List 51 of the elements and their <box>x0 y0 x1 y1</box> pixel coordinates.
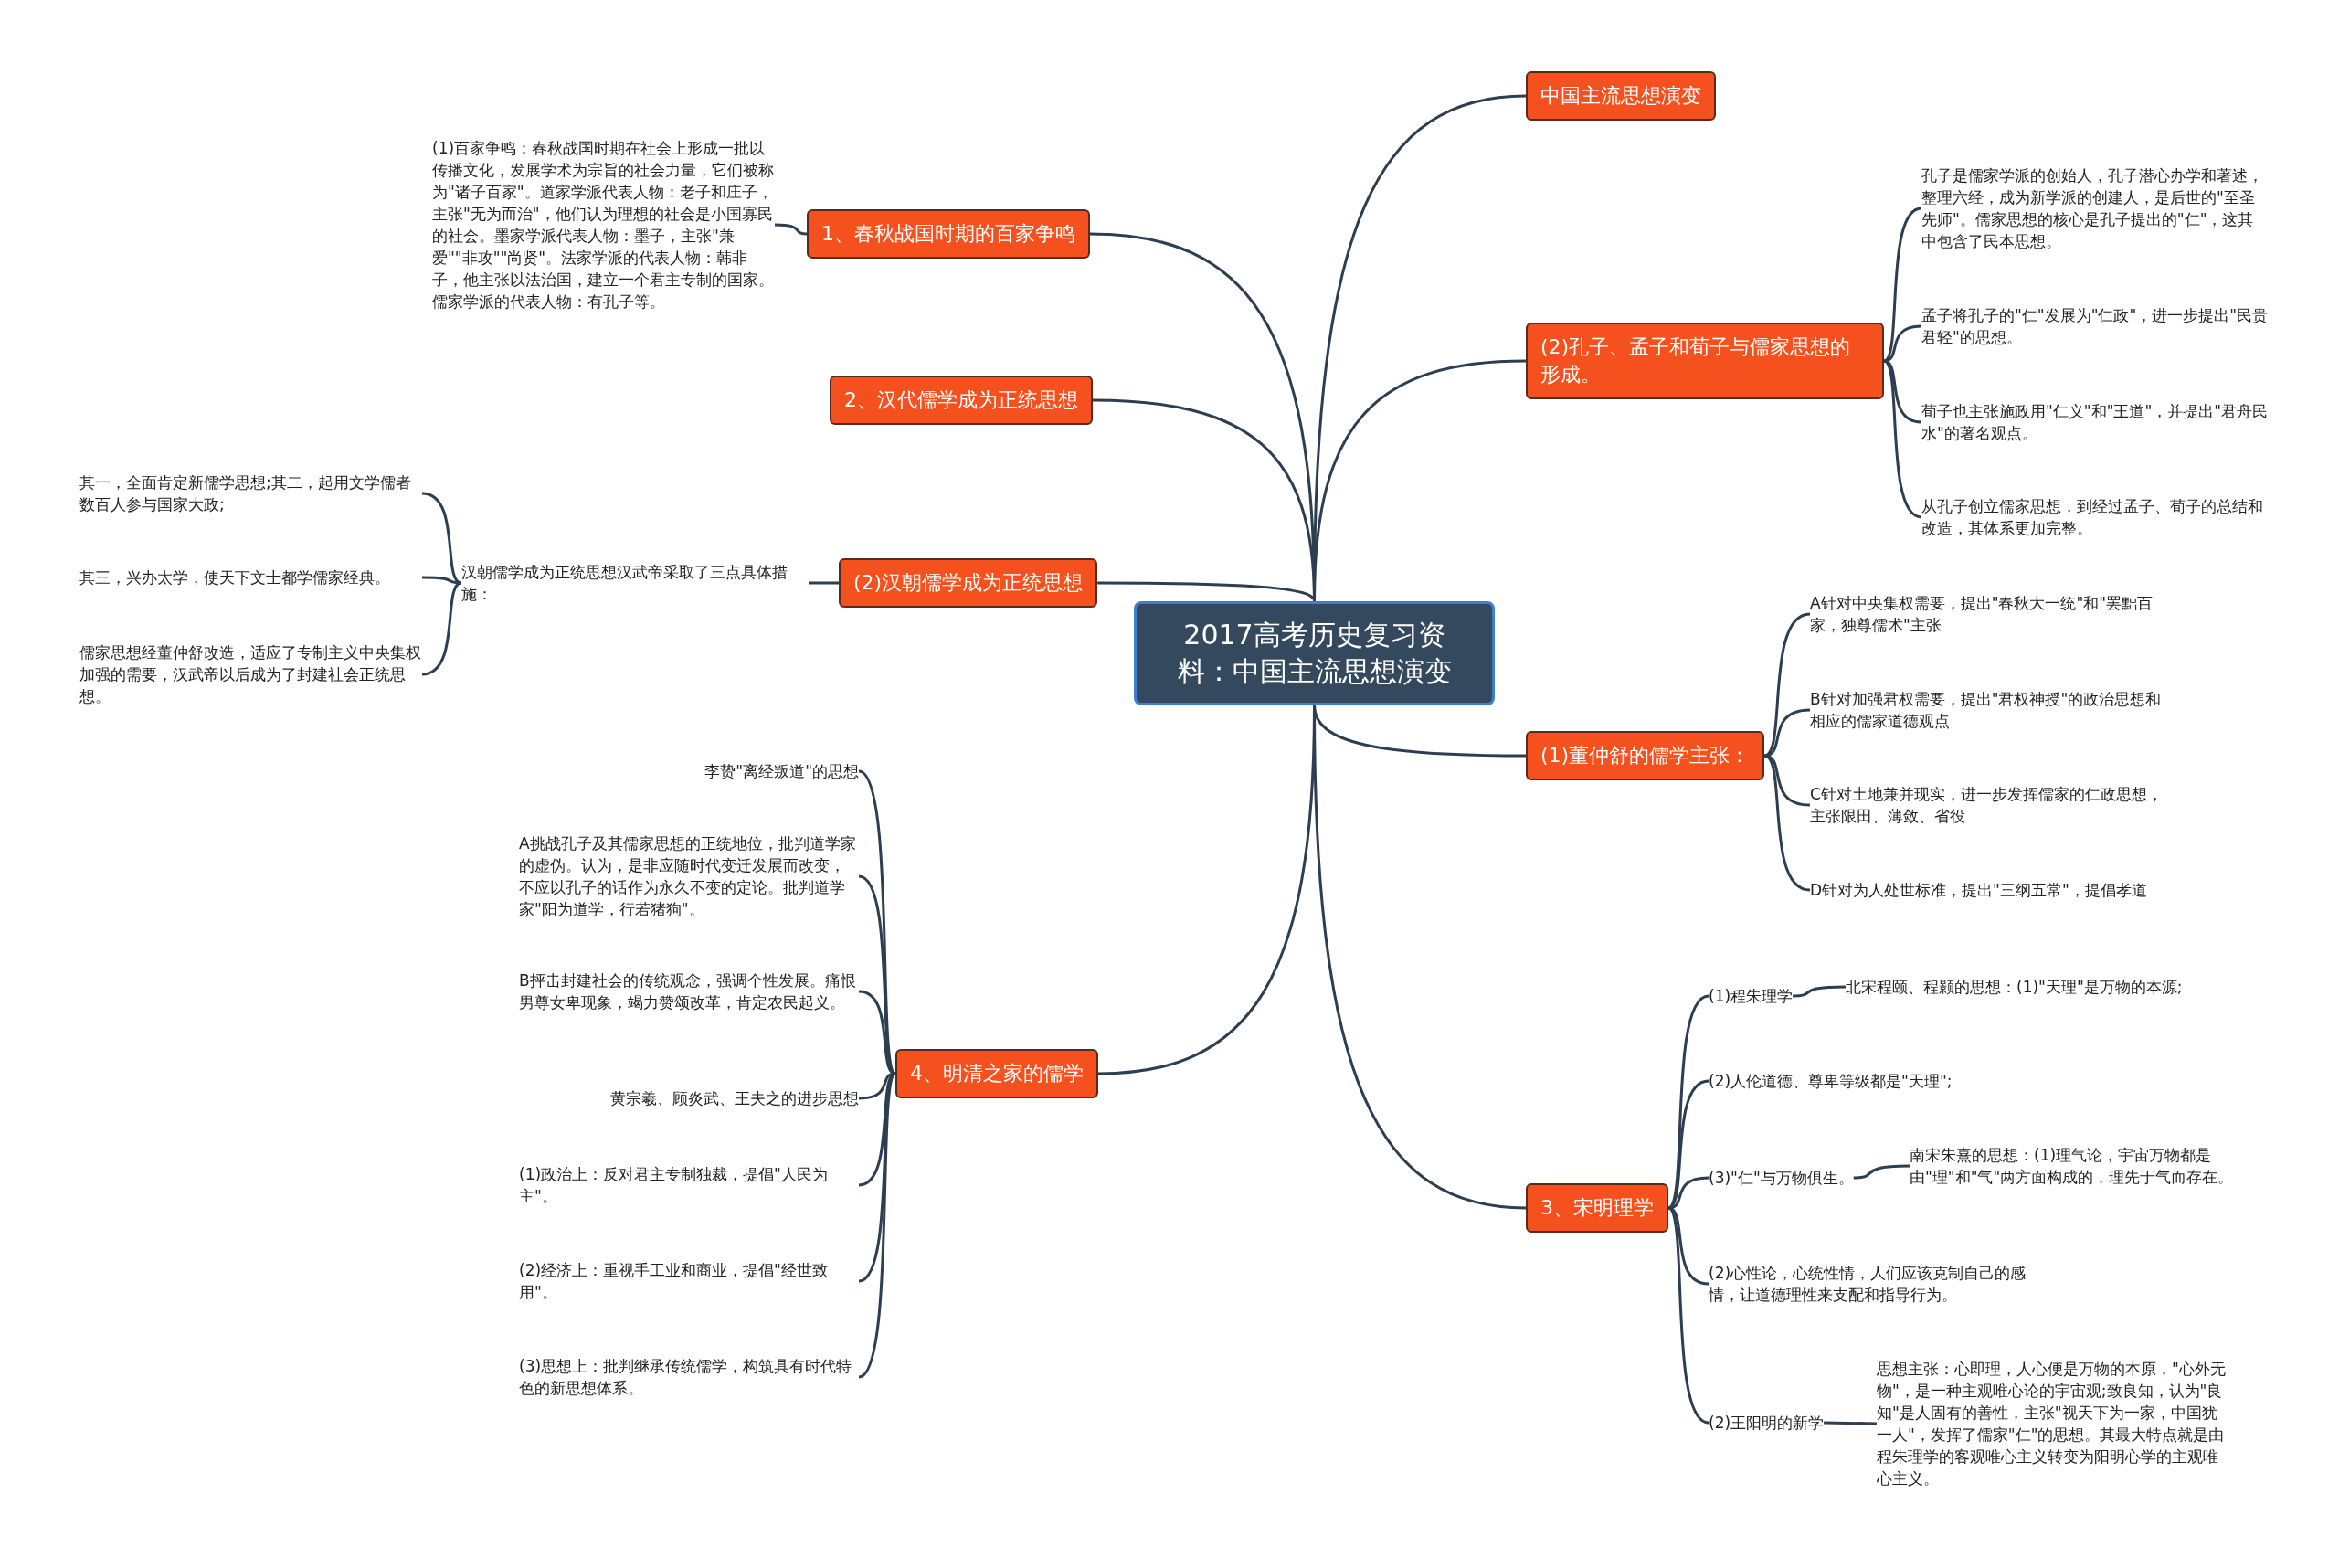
connector-line <box>421 576 462 585</box>
note-text: 荀子也主张施政用"仁义"和"王道"，并提出"君舟民水"的著名观点。 <box>1921 400 2269 444</box>
note-text: 思想主张：心即理，人心便是万物的本原，"心外无物"，是一种主观唯心论的宇宙观;致良知，认为"良知"是人固有的善性，主张"视天下为一家，中国犹一人"，发挥了儒家"仁"的思想。其最大特点就是由程朱理学的客观唯心主义转变为阳明心学的主观唯心主义。 <box>1877 1358 2228 1489</box>
note-text: 汉朝儒学成为正统思想汉武帝采取了三点具体措施： <box>461 561 809 605</box>
note-text: (3)"仁"与万物俱生。 <box>1709 1167 1854 1189</box>
connector-line <box>858 1073 897 1379</box>
note-text: (3)思想上：批判继承传统儒学，构筑具有时代特色的新思想体系。 <box>519 1355 859 1399</box>
note-text: (2)王阳明的新学 <box>1709 1412 1825 1434</box>
note-text: 其一，全面肯定新儒学思想;其二，起用文学儒者数百人参与国家大政; <box>79 471 422 515</box>
central-topic-box: 2017高考历史复习资料：中国主流思想演变 <box>1134 601 1495 705</box>
note-text: 孔子是儒家学派的创始人，孔子潜心办学和著述，整理六经，成为新学派的创建人，是后世的"至圣先师"。儒家思想的核心是孔子提出的"仁"，这其中包含了民本思想。 <box>1921 164 2269 252</box>
connector-line <box>774 223 808 236</box>
note-text: (1)程朱理学 <box>1709 985 1794 1007</box>
connector-line <box>1763 754 1811 892</box>
topic-box: (2)孔子、孟子和荀子与儒家思想的形成。 <box>1526 323 1884 399</box>
note-text: (1)政治上：反对君主专制独裁，提倡"人民为主"。 <box>519 1163 859 1207</box>
topic-box: 1、春秋战国时期的百家争鸣 <box>807 209 1090 259</box>
note-text: (1)百家争鸣：春秋战国时期在社会上形成一批以传播文化，发展学术为宗旨的社会力量，它们被称为"诸子百家"。道家学派代表人物：老子和庄子，主张"无为而治"，他们认为理想的社会是小国寡民的社会。墨家学派代表人物：墨子，主张"兼爱""非攻""尚贤"。法家学派的代表人物：韩非子，他主张以法治国，建立一个君主专制的国家。儒家学派的代表人物：有孔子等。 <box>432 137 775 313</box>
note-text: (2)经济上：重视手工业和商业，提倡"经世致用"。 <box>519 1259 859 1303</box>
connector-line <box>421 581 462 676</box>
note-text: 北宋程颐、程颢的思想：(1)"天理"是万物的本源; <box>1846 976 2184 998</box>
connector-line <box>1092 398 1316 602</box>
connector-line <box>809 581 839 585</box>
note-text: 南宋朱熹的思想：(1)理气论，宇宙万物都是由"理"和"气"两方面构成的，理先于气而存在。 <box>1910 1144 2266 1188</box>
note-text: 黄宗羲、顾炎武、王夫之的进步思想 <box>519 1087 859 1109</box>
note-text: (2)人伦道德、尊卑等级都是"天理"; <box>1709 1070 1953 1092</box>
note-text: 其三，兴办太学，使天下文士都学儒家经典。 <box>79 567 422 588</box>
connector-line <box>858 769 897 1075</box>
note-text: B针对加强君权需要，提出"君权神授"的政治思想和相应的儒家道德观点 <box>1810 688 2166 732</box>
connector-line <box>1883 359 1922 519</box>
note-text: B抨击封建社会的传统观念，强调个性发展。痛恨男尊女卑现象，竭力赞颂改革，肯定农民起义。 <box>519 969 859 1013</box>
connector-line <box>1824 1421 1878 1425</box>
topic-box: (1)董仲舒的儒学主张： <box>1526 731 1765 780</box>
connector-line <box>1667 1206 1709 1425</box>
note-text: (2)心性论，心统性情，人们应该克制自己的感情，让道德理性来支配和指导行为。 <box>1709 1262 2047 1306</box>
note-text: 李贽"离经叛道"的思想 <box>519 760 859 782</box>
note-text: 孟子将孔子的"仁"发展为"仁政"，进一步提出"民贵君轻"的思想。 <box>1921 304 2269 348</box>
connector-line <box>1853 1164 1910 1180</box>
connector-line <box>1097 581 1316 602</box>
topic-box: 3、宋明理学 <box>1526 1183 1668 1233</box>
note-text: A针对中央集权需要，提出"春秋大一统"和"罢黜百家，独尊儒术"主张 <box>1810 592 2166 636</box>
connector-line <box>1793 985 1847 998</box>
note-text: A挑战孔子及其儒家思想的正统地位，批判道学家的虚伪。认为，是非应随时代变迁发展而改变，不应以孔子的话作为永久不变的定论。批判道学家"阳为道学，行若猪狗"。 <box>519 832 859 920</box>
note-text: 从孔子创立儒家思想，到经过孟子、荀子的总结和改造，其体系更加完整。 <box>1921 495 2269 539</box>
note-text: C针对土地兼并现实，进一步发挥儒家的仁政思想，主张限田、薄敛、省役 <box>1810 783 2166 827</box>
topic-box: 中国主流思想演变 <box>1526 71 1716 121</box>
note-text: D针对为人处世标准，提出"三纲五常"，提倡孝道 <box>1810 879 2166 901</box>
topic-box: 4、明清之家的儒学 <box>895 1049 1098 1098</box>
topic-box: (2)汉朝儒学成为正统思想 <box>839 558 1098 608</box>
topic-box: 2、汉代儒学成为正统思想 <box>830 376 1093 425</box>
note-text: 儒家思想经董仲舒改造，适应了专制主义中央集权加强的需要，汉武帝以后成为了封建社会正统思想。 <box>79 641 422 707</box>
